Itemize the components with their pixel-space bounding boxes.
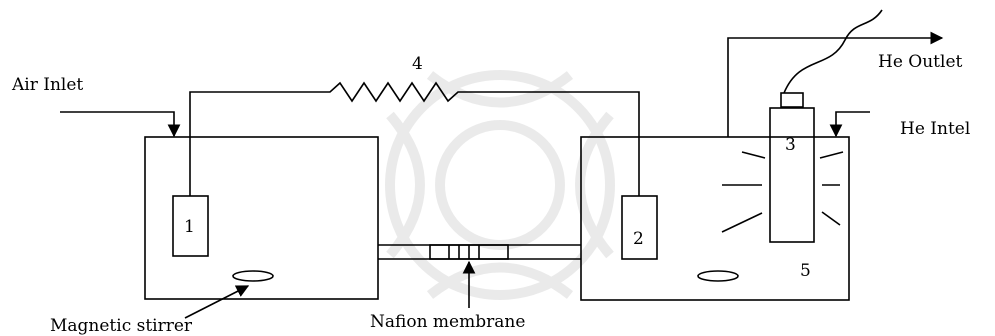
nafion-membrane [429, 244, 509, 260]
lamp-light-rays [721, 151, 844, 233]
he-outlet-label: He Outlet [878, 52, 963, 72]
external-circuit-wire [189, 81, 640, 196]
lamp-cap [780, 92, 804, 108]
air-inlet-arrow [60, 111, 181, 138]
stir-bar-left [232, 270, 274, 282]
magnetic-stirrer-label: Magnetic stirrer [50, 316, 193, 336]
he-inlet-arrow [829, 111, 870, 138]
left-cell [144, 136, 379, 300]
lamp-label: 3 [785, 135, 796, 155]
he-outlet-arrow [727, 31, 944, 137]
stirrer-pointer [184, 285, 250, 319]
lamp-body [769, 107, 815, 243]
stir-bar-right [697, 270, 739, 282]
resistor-label: 4 [412, 54, 423, 74]
he-inlet-label: He Intel [900, 119, 970, 139]
electrode-2-label: 2 [633, 229, 644, 249]
right-cell [580, 136, 850, 301]
cell-label: 5 [800, 261, 811, 281]
air-inlet-label: Air Inlet [11, 75, 83, 95]
nafion-membrane-label: Nafion membrane [370, 312, 525, 332]
watermark-logo [385, 70, 615, 300]
lamp-cable [783, 9, 883, 94]
electrode-2 [621, 195, 658, 260]
electrode-1-label: 1 [184, 217, 195, 237]
